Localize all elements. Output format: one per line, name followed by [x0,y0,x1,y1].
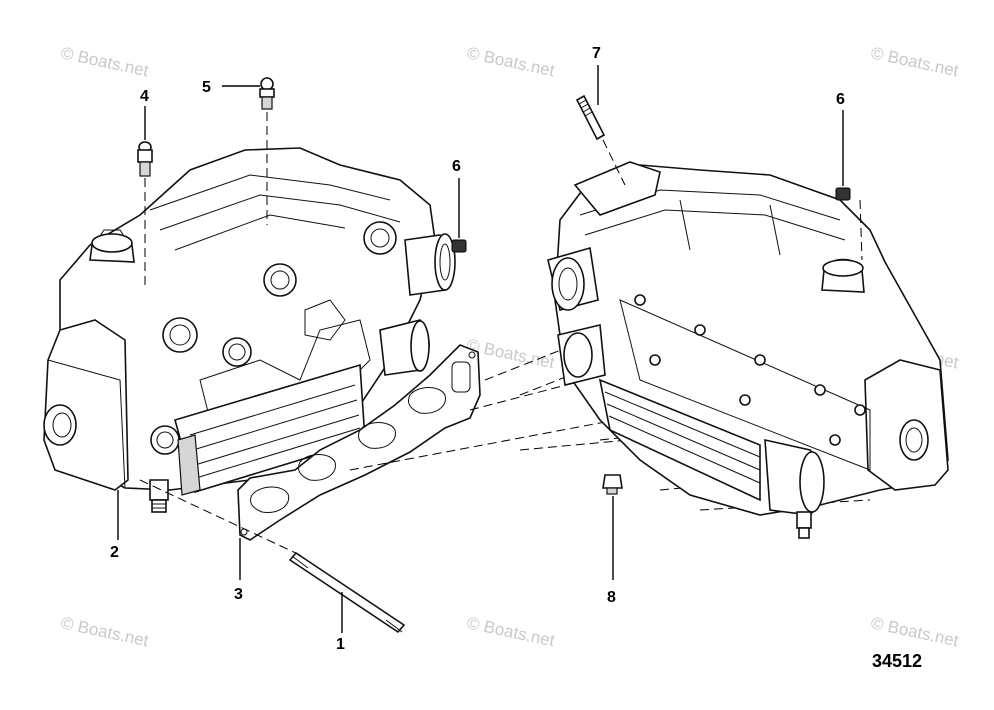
gasket-item-3 [237,344,481,541]
watermark-text: © Boats.net [869,613,960,650]
watermark-text: © Boats.net [869,43,960,80]
fitting-item-4 [137,141,153,290]
callout-4: 4 [140,88,149,105]
fitting-item-5 [259,77,275,225]
callout-7: 7 [592,45,601,62]
callout-labels: 1 2 3 4 5 6 6 7 8 [110,45,845,653]
watermark-text: © Boats.net [465,43,556,80]
watermark-text: © Boats.net [465,613,556,650]
plug-item-6-left [451,178,467,253]
figure-number: 34512 [872,651,922,671]
leader-lines [117,85,343,633]
callout-5: 5 [202,79,211,96]
stud-item-7 [575,65,626,186]
callout-1: 1 [336,636,345,653]
callout-8: 8 [607,589,616,606]
stud-item-1 [139,479,406,634]
plug-item-6-right [835,110,863,261]
callout-3: 3 [234,586,243,603]
right-exhaust-manifold [547,161,949,539]
callout-6-left: 6 [452,158,461,175]
callout-6-right: 6 [836,91,845,108]
callout-2: 2 [110,544,119,561]
left-exhaust-manifold [43,147,456,513]
plug-item-8 [602,474,623,580]
watermark-text: © Boats.net [59,43,150,80]
watermark-text: © Boats.net [59,613,150,650]
